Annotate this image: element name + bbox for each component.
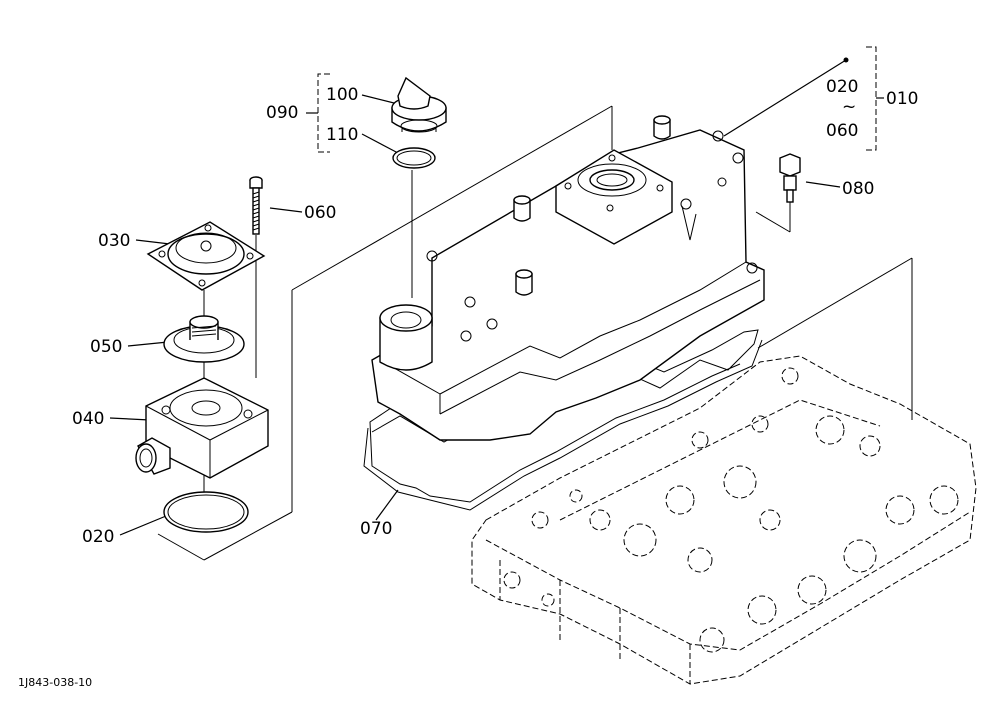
- large-o-ring-020: [163, 491, 249, 533]
- callout-030: 030: [98, 231, 130, 251]
- callout-060-range-end: 060: [826, 121, 858, 141]
- diagram-id-code: 1J843-038-10: [18, 676, 92, 689]
- callout-050: 050: [90, 337, 122, 357]
- callout-020-range-start: 020: [826, 77, 858, 97]
- cylinder-head-reference: [471, 355, 977, 685]
- bolt-060: [249, 176, 263, 235]
- leader-lines: [109, 46, 913, 561]
- callout-080: 080: [842, 179, 874, 199]
- callout-labels: 010 020 ~ 060 090 100 110 030 060 050 04…: [18, 77, 918, 689]
- callout-060-bolt: 060: [304, 203, 336, 223]
- callout-110: 110: [326, 125, 358, 145]
- cylinder-head-cover-010: [371, 115, 801, 441]
- callout-040: 040: [72, 409, 104, 429]
- breather-case-040: [135, 377, 269, 479]
- callout-020-oring: 020: [82, 527, 114, 547]
- callout-070: 070: [360, 519, 392, 539]
- cap-o-ring-110: [392, 147, 436, 169]
- callout-010: 010: [886, 89, 918, 109]
- callout-100: 100: [326, 85, 358, 105]
- oil-filler-cap-100: [391, 76, 447, 133]
- cover-nut-080: [779, 153, 801, 203]
- callout-range-tilde: ~: [842, 97, 856, 117]
- breather-valve-050: [163, 315, 245, 363]
- callout-090: 090: [266, 103, 298, 123]
- breather-cover-030: [146, 221, 266, 291]
